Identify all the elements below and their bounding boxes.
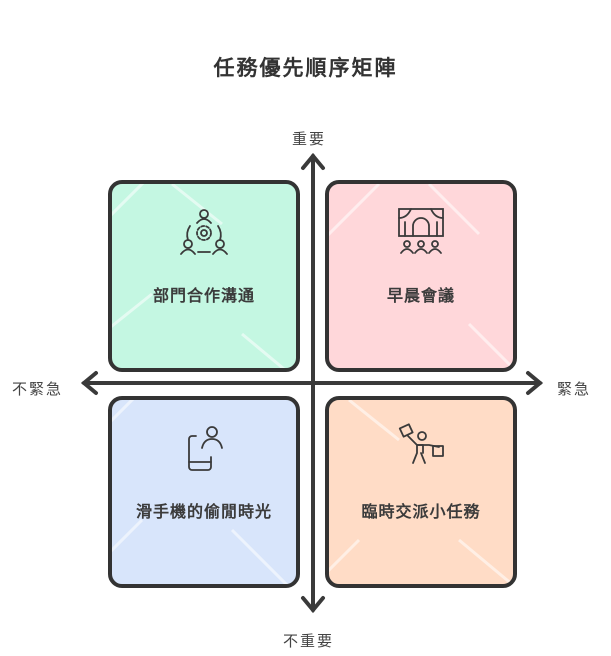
quadrant-label: 滑手機的偷閒時光 xyxy=(135,502,272,521)
hatch-texture xyxy=(112,184,286,368)
hatch-texture xyxy=(112,400,289,584)
axis-label-urgent: 緊急 xyxy=(557,380,592,398)
meeting-room-icon xyxy=(329,206,513,258)
quadrant-label: 部門合作溝通 xyxy=(152,286,255,305)
quadrant-important-urgent: 早晨會議 xyxy=(325,180,517,372)
person-juggling-tasks-icon xyxy=(329,422,513,474)
axis-label-not-important: 不重要 xyxy=(283,632,335,650)
arrow-down-icon xyxy=(301,596,325,614)
hatch-texture xyxy=(329,184,513,368)
team-collaboration-icon xyxy=(112,206,296,258)
quadrant-label: 臨時交派小任務 xyxy=(361,502,481,521)
axis-label-important: 重要 xyxy=(292,130,327,148)
quadrant-not-important-not-urgent: 滑手機的偷閒時光 xyxy=(108,396,300,588)
arrow-left-icon xyxy=(80,371,98,395)
quadrant-label: 早晨會議 xyxy=(386,286,455,305)
hatch-texture xyxy=(329,400,513,584)
diagram-title: 任務優先順序矩陣 xyxy=(213,56,398,80)
quadrant-not-important-urgent: 臨時交派小任務 xyxy=(325,396,517,588)
axis-label-not-urgent: 不緊急 xyxy=(12,380,64,398)
quadrant-important-not-urgent: 部門合作溝通 xyxy=(108,180,300,372)
phone-user-icon xyxy=(112,422,296,474)
arrow-right-icon xyxy=(526,371,544,395)
arrow-up-icon xyxy=(301,152,325,170)
